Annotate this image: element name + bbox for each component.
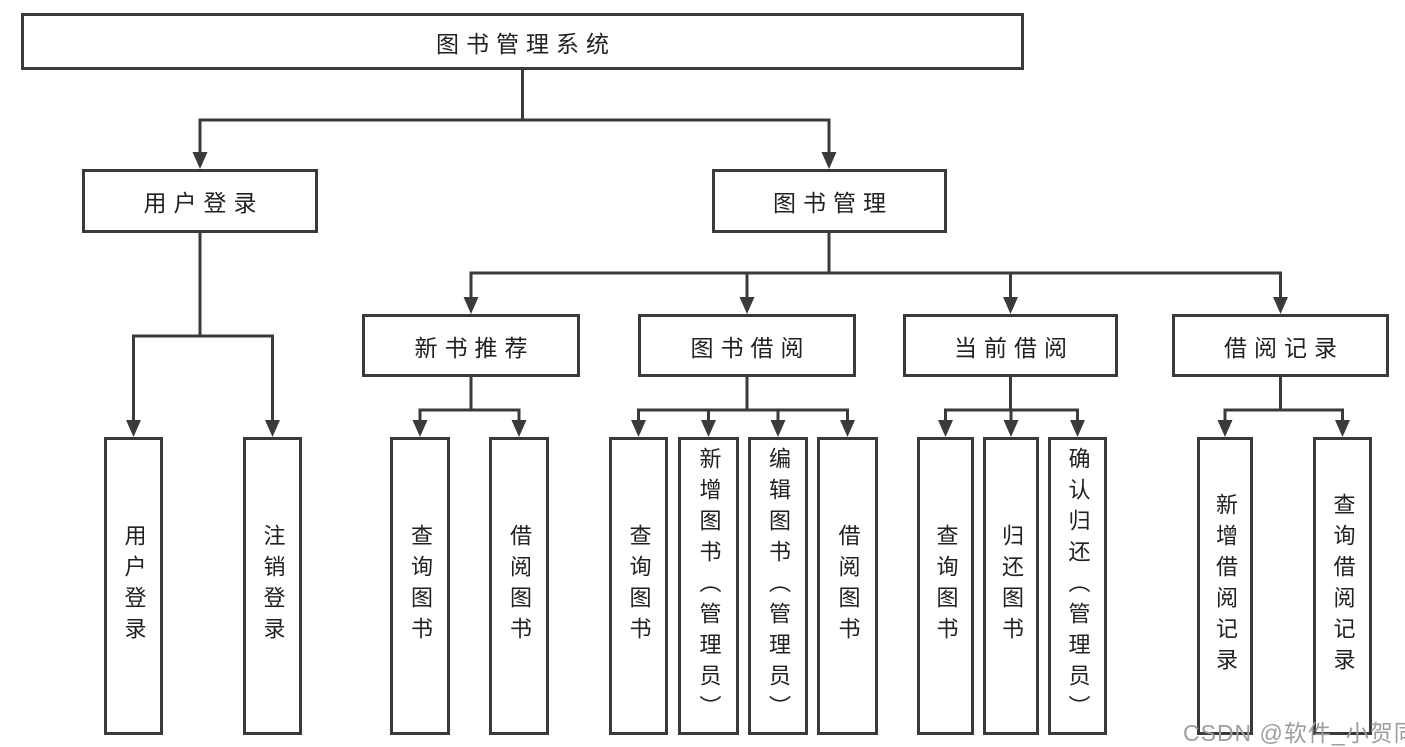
node-user-login-label: 用户登录: [143, 190, 264, 216]
leaf-add-borrow-record: 新增借阅记录: [1197, 437, 1253, 735]
leaf-query-books-borrow: 查询图书: [609, 437, 668, 735]
node-borrow-records-label: 借阅记录: [1224, 334, 1344, 361]
leaf-return-books-label: 归还图书: [999, 524, 1024, 648]
leaf-confirm-return-admin-label: 确认归还（管理员）: [1065, 446, 1091, 726]
leaf-query-books-current: 查询图书: [917, 437, 974, 735]
leaf-borrow-books: 借阅图书: [817, 437, 878, 735]
node-current-borrow-label: 当前借阅: [954, 334, 1074, 361]
node-book-borrow-label: 图书借阅: [690, 334, 811, 361]
leaf-query-books-recommend: 查询图书: [390, 437, 450, 735]
node-new-book-recommend: 新书推荐: [362, 314, 580, 377]
leaf-borrow-books-label: 借阅图书: [835, 524, 861, 648]
node-borrow-records: 借阅记录: [1172, 314, 1389, 377]
leaf-borrow-books-recommend: 借阅图书: [489, 437, 549, 735]
leaf-logout-login-label: 注销登录: [260, 524, 286, 648]
node-book-management-label: 图书管理: [773, 190, 893, 216]
node-book-borrow: 图书借阅: [638, 314, 856, 377]
leaf-return-books: 归还图书: [983, 437, 1039, 735]
leaf-user-login: 用户登录: [104, 437, 163, 735]
leaf-add-borrow-record-label: 新增借阅记录: [1213, 493, 1238, 679]
leaf-edit-books-admin: 编辑图书（管理员）: [748, 437, 808, 735]
arrowheads: [126, 152, 1350, 437]
leaf-confirm-return-admin: 确认归还（管理员）: [1048, 437, 1107, 735]
leaf-user-login-label: 用户登录: [121, 524, 147, 648]
node-library-management-system: 图书管理系统: [21, 13, 1024, 70]
leaf-query-books-recommend-label: 查询图书: [408, 524, 433, 648]
node-new-book-recommend-label: 新书推荐: [414, 334, 535, 361]
node-user-login: 用户登录: [82, 169, 318, 233]
node-library-management-system-label: 图书管理系统: [436, 30, 616, 57]
connector-segments: [132, 68, 1344, 422]
leaf-query-books-current-label: 查询图书: [933, 524, 959, 648]
csdn-watermark: CSDN @软件_小贺同学: [1183, 720, 1405, 746]
leaf-query-books-borrow-label: 查询图书: [626, 524, 652, 648]
leaf-query-borrow-record: 查询借阅记录: [1313, 437, 1372, 735]
node-book-management: 图书管理: [712, 169, 947, 233]
leaf-logout-login: 注销登录: [243, 437, 302, 735]
leaf-add-books-admin-label: 新增图书（管理员）: [696, 446, 722, 726]
node-current-borrow: 当前借阅: [903, 314, 1118, 377]
leaf-query-borrow-record-label: 查询借阅记录: [1330, 493, 1356, 679]
leaf-borrow-books-recommend-label: 借阅图书: [507, 524, 532, 648]
leaf-edit-books-admin-label: 编辑图书（管理员）: [766, 446, 791, 726]
leaf-add-books-admin: 新增图书（管理员）: [678, 437, 739, 735]
